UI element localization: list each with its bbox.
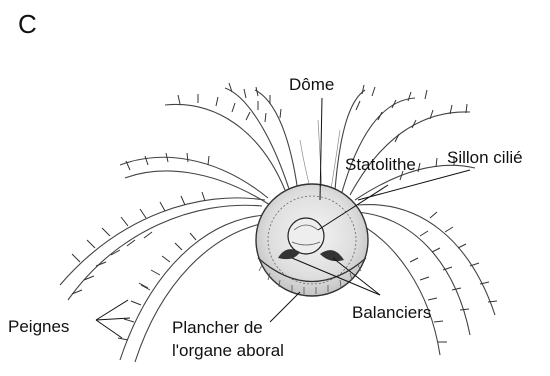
- label-balancers: Balanciers: [352, 303, 431, 322]
- label-floor-line2: l'organe aboral: [172, 341, 284, 360]
- label-ciliated-groove: Sillon cilié: [447, 148, 523, 167]
- label-combs: Peignes: [8, 317, 69, 336]
- label-statolith: Statolithe: [345, 155, 416, 174]
- aboral-organ-body: [256, 184, 368, 296]
- panel-letter: C: [18, 9, 37, 39]
- statolith-shape: [288, 218, 324, 254]
- label-dome: Dôme: [289, 75, 334, 94]
- label-floor-line1: Plancher de: [172, 318, 263, 337]
